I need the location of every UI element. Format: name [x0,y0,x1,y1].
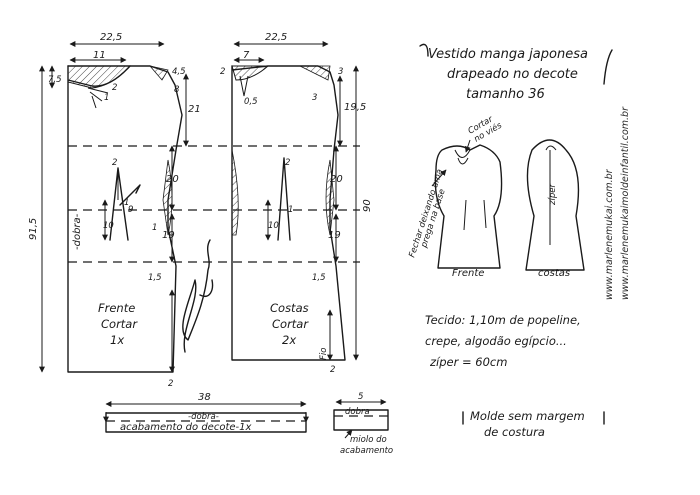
front-piece-cut: Cortar [101,317,138,331]
front-hem-flare-label: 1,5 [148,273,162,283]
back-neck-right-label: 3 [338,67,343,77]
sketch-back-label: costas [538,268,570,279]
front-total-length-label: 91,5 [28,218,39,240]
facing-fold-label: -dobra- [188,412,219,422]
front-width-label: 22,5 [100,32,122,43]
back-neck-dart-label: 0,5 [244,97,258,107]
back-dart-side-label: 1 [288,205,293,215]
front-piece-name: Frente [98,301,135,315]
front-pattern-piece [67,65,183,373]
front-armhole-offset-label: 4,5 [172,67,186,77]
back-hip-low-label: 19 [328,230,341,241]
facing-length-label: 38 [198,392,211,403]
website-line-2: www.marlenemukaimoldeinfantil.com.br [620,106,631,300]
back-width-label: 22,5 [265,32,287,43]
small-facing-note-1: miolo do [350,435,387,445]
sketch-zipper-label: zíper [548,184,558,206]
back-dart-width-label: 10 [268,221,279,231]
front-hem-bottom-label: 2 [168,379,173,389]
back-hem-flare-label: 1,5 [312,273,326,283]
back-neck-left-label: 2 [220,67,225,77]
back-piece-qty: 2x [282,333,296,347]
front-dart-side-label: 9 [128,205,133,215]
front-side-offset-label: 8 [174,85,180,95]
back-grain-label: Fio [319,348,329,360]
website-line-1: www.marlenemukai.com.br [604,168,615,300]
small-facing-width-label: 5 [358,392,363,402]
front-waist-hip-label: 20 [166,174,179,185]
small-facing-piece [333,409,389,431]
front-neck-depth-label: 7,5 [48,75,62,85]
front-dart-top-label: 2 [112,158,117,168]
front-fold-label: -dobra- [72,213,83,250]
materials-fabric-2: crepe, algodão egípcio... [425,334,567,348]
back-total-length-label: 90 [362,199,373,212]
materials-zipper: zíper = 60cm [429,355,507,369]
front-side-in-label: 1 [152,223,157,233]
front-armhole-depth-label: 21 [188,104,201,115]
back-hem-bottom-label: 2 [330,365,335,375]
signature-scribble [182,239,214,353]
note-line-1: Molde sem margem [470,409,585,423]
small-facing-note-2: acabamento [340,446,393,456]
front-dart-mark: 1 [124,198,129,208]
front-dart-width-label: 10 [103,221,114,231]
back-piece-name: Costas [270,301,309,315]
note-line-2: de costura [484,425,545,439]
back-armhole-depth-label: 19,5 [344,102,366,113]
small-facing-fold-label: dobra [345,407,370,417]
front-neck-mark-b: 1 [104,93,109,103]
title-line-1: Vestido manga japonesa [428,47,588,62]
title-line-3: tamanho 36 [466,87,545,102]
back-shoulder-label: 7 [243,50,250,61]
front-neck-mark-a: 2 [112,83,117,93]
front-shoulder-label: 11 [93,50,106,61]
facing-name-label: acabamento do decote-1x [120,422,251,433]
materials-fabric-1: Tecido: 1,10m de popeline, [425,313,581,327]
back-dart-top-label: 2 [285,158,290,168]
front-piece-qty: 1x [110,333,124,347]
front-hip-low-label: 19 [162,230,175,241]
back-armhole-offset-label: 3 [312,93,317,103]
back-waist-hip-label: 20 [330,174,343,185]
dress-sketch-back [525,139,585,271]
title-line-2: drapeado no decote [447,67,578,82]
back-piece-cut: Cortar [272,317,309,331]
sketch-front-label: Frente [452,268,484,279]
